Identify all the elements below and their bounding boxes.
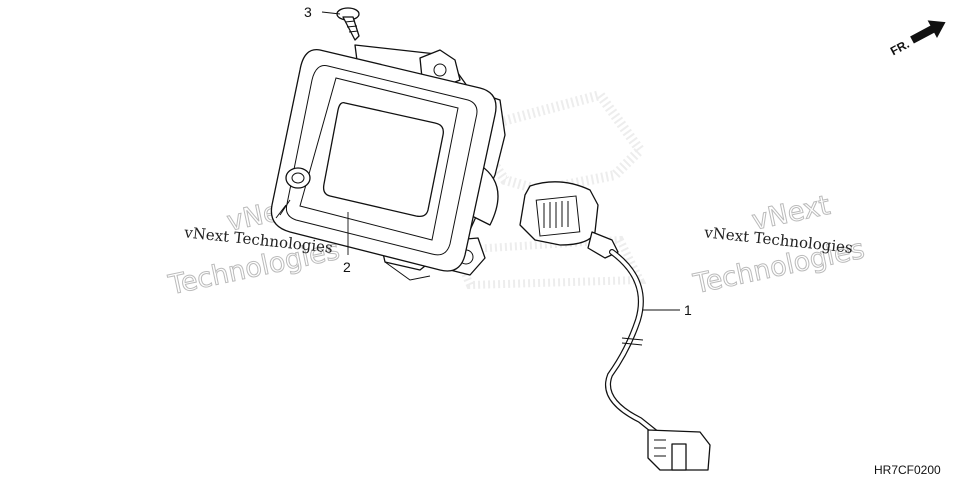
wire-harness-part [519,181,711,471]
callout-2: 2 [343,259,351,275]
callout-3: 3 [304,4,312,20]
front-arrow-icon [910,20,946,44]
diagram-code: HR7CF0200 [874,463,941,477]
screw-part [336,7,360,41]
callout-1: 1 [684,302,692,318]
front-direction-indicator: FR. [888,20,946,58]
leader-3 [321,11,341,15]
meter-assembly [270,44,506,281]
front-direction-label: FR. [888,37,912,58]
